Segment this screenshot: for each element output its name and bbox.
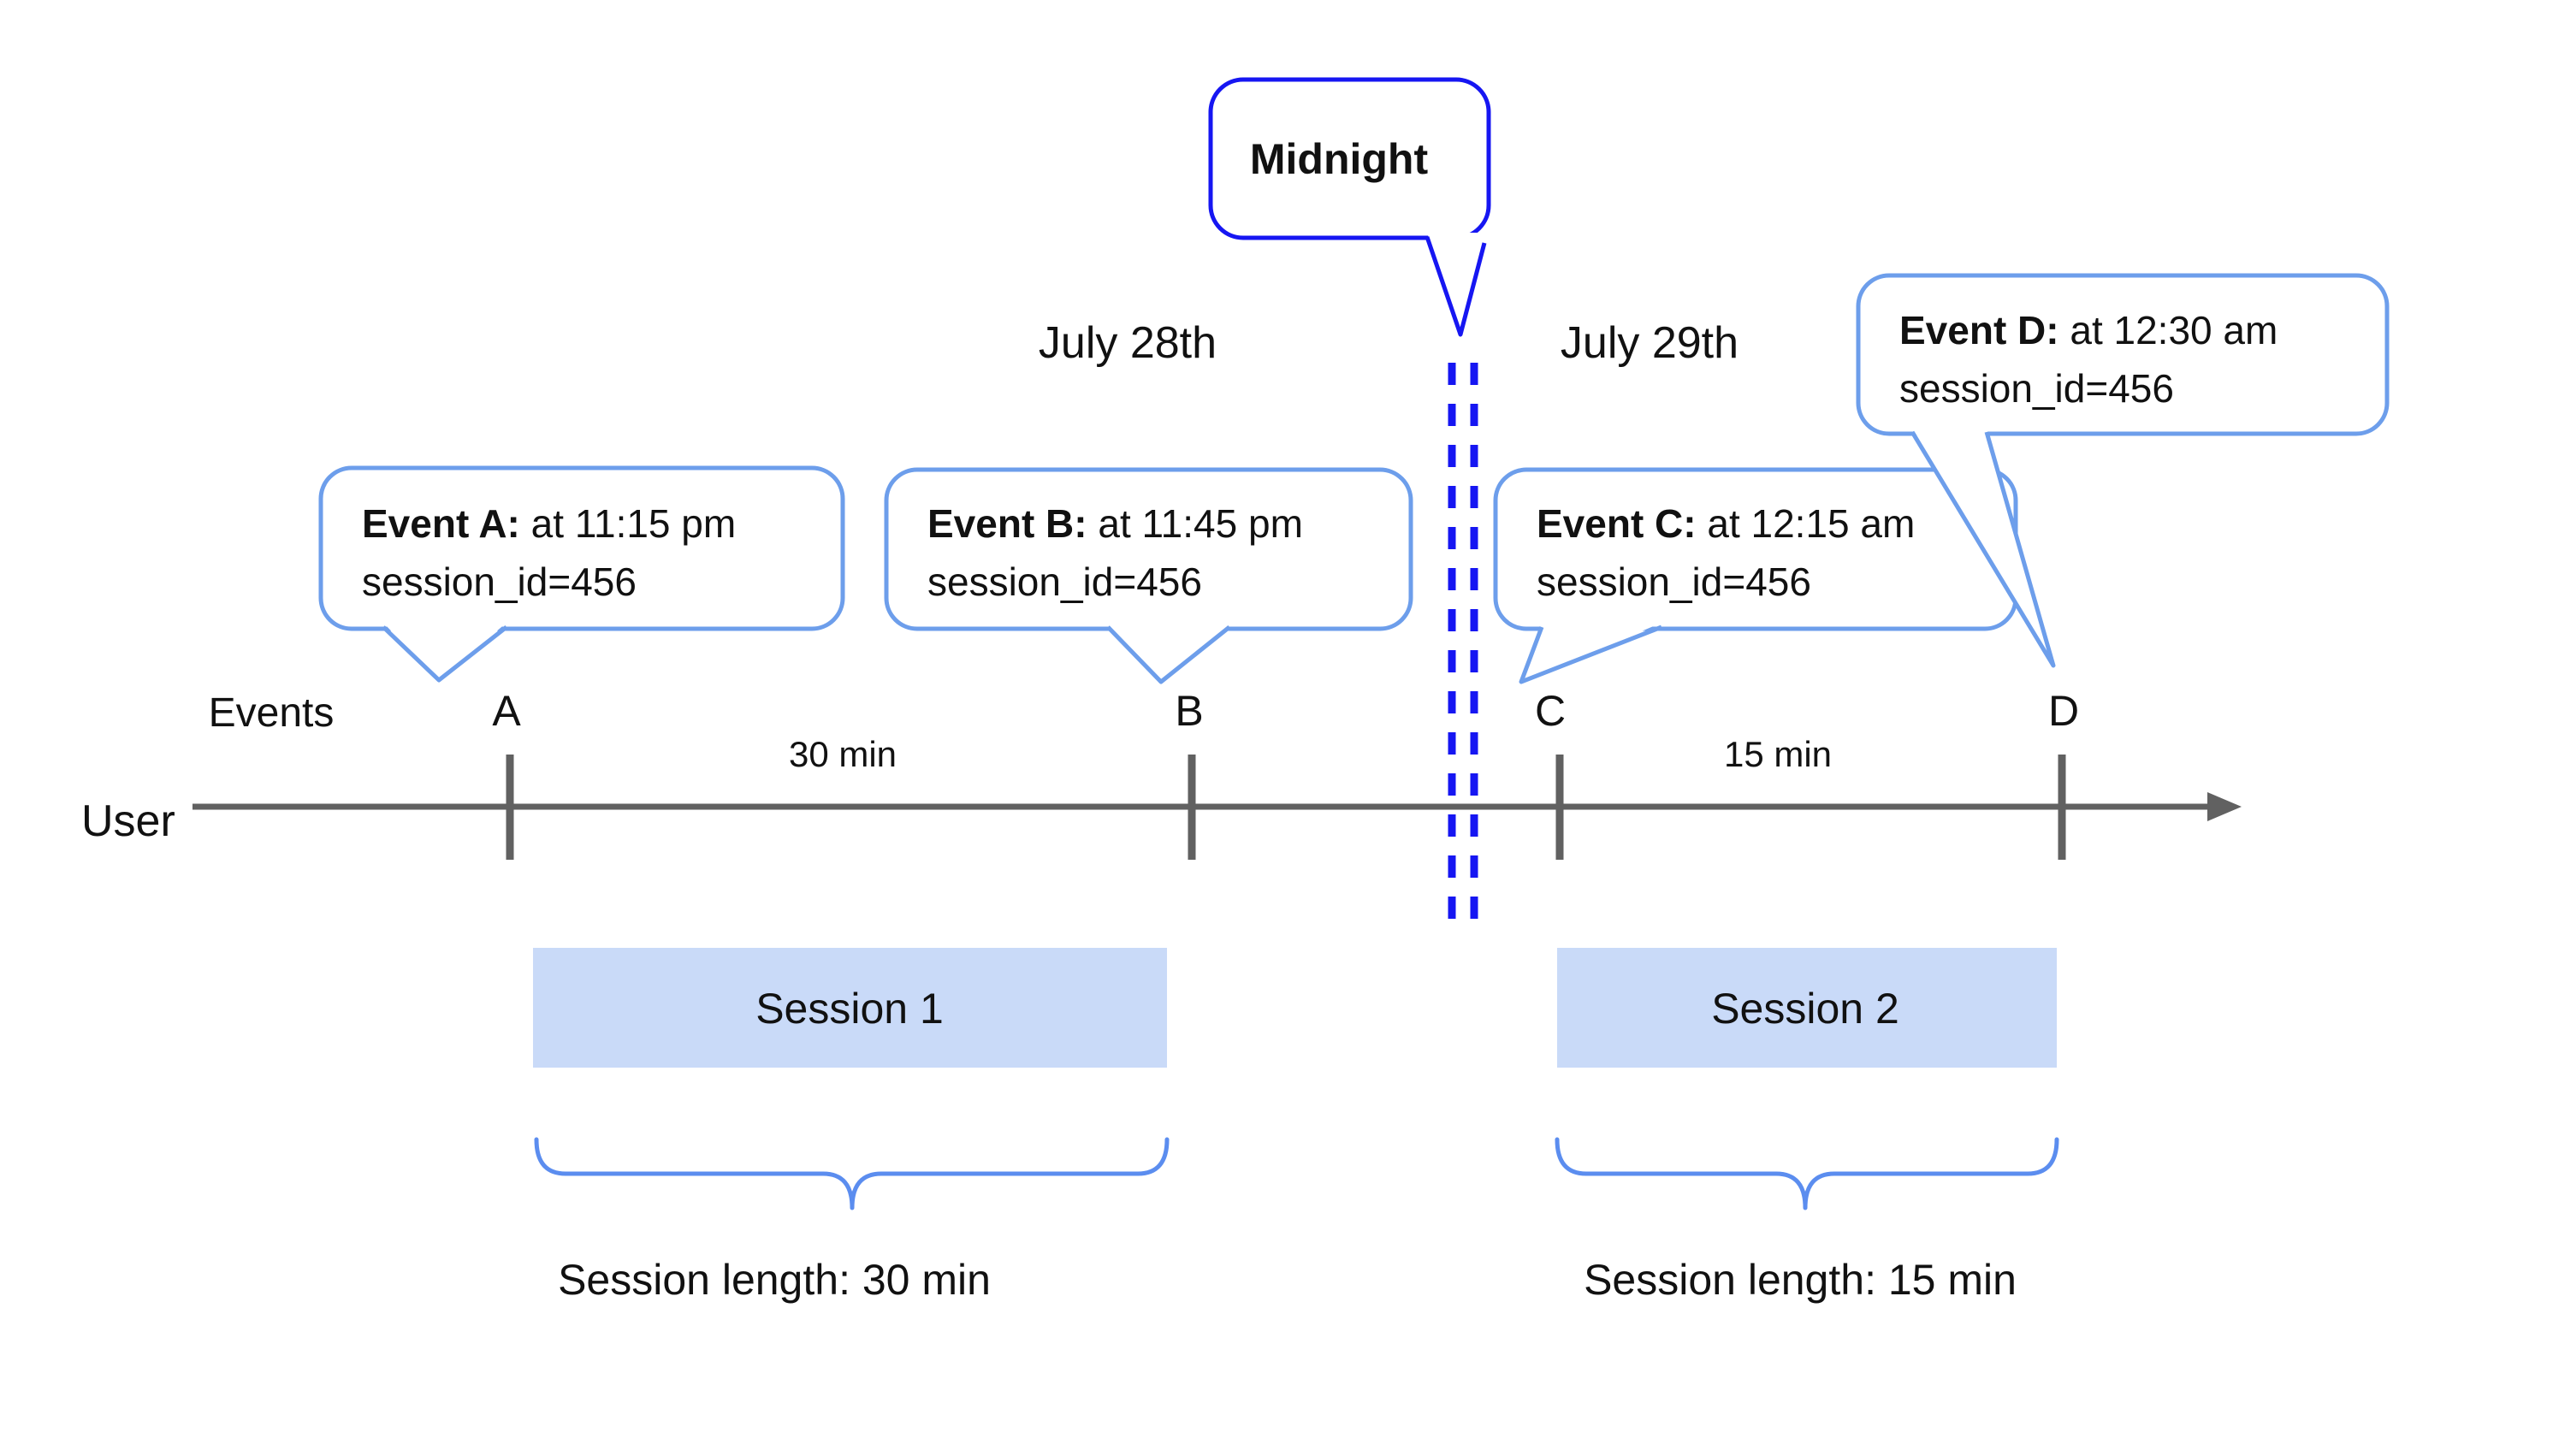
event-c-bold: Event C: (1537, 501, 1697, 546)
event-b-callout-line1: Event B: at 11:45 pm (927, 501, 1303, 546)
event-d-callout: Event D: at 12:30 am session_id=456 (1856, 273, 2390, 668)
event-d-bubble (1856, 273, 2390, 436)
event-d-time: at 12:30 am (2059, 308, 2278, 352)
event-c-time: at 12:15 am (1697, 501, 1916, 546)
date-july-28: July 28th (1039, 318, 1217, 368)
event-a-callout: Event A: at 11:15 pm session_id=456 (318, 465, 845, 683)
midnight-callout-tail-mask (1427, 233, 1484, 334)
event-c-letter: C (1535, 687, 1566, 735)
event-b-tail (1106, 625, 1231, 684)
event-a-time: at 11:15 pm (520, 501, 736, 546)
event-c-tail (1519, 624, 1662, 684)
event-d-bold: Event D: (1899, 308, 2059, 352)
date-july-29: July 29th (1561, 318, 1739, 368)
event-b-bold: Event B: (927, 501, 1087, 546)
session-2-length-label: Session length: 15 min (1584, 1256, 2017, 1304)
event-a-tail-mask (383, 623, 506, 680)
midnight-callout-tail (1425, 236, 1487, 337)
event-c-callout: Event C: at 12:15 am session_id=456 (1493, 467, 2018, 684)
session-2-brace (1555, 1137, 2059, 1210)
event-a-tail (382, 625, 508, 683)
event-d-letter: D (2048, 687, 2079, 735)
midnight-label: Midnight (1250, 135, 1429, 183)
event-d-callout-line1: Event D: at 12:30 am (1899, 308, 2278, 352)
session-1-brace (534, 1137, 1170, 1210)
event-a-bubble (318, 465, 845, 631)
midnight-callout-bubble (1208, 77, 1491, 240)
timeline-arrowhead-icon (2207, 792, 2242, 821)
event-b-callout: Event B: at 11:45 pm session_id=456 (884, 467, 1413, 684)
event-c-bubble (1493, 467, 2018, 631)
event-c-callout-line1: Event C: at 12:15 am (1537, 501, 1915, 546)
session-1-length-label: Session length: 30 min (558, 1256, 991, 1304)
event-a-bold: Event A: (362, 501, 520, 546)
session-1-block (533, 948, 1167, 1068)
event-c-callout-line2: session_id=456 (1537, 559, 1811, 604)
interval-cd-label: 15 min (1724, 734, 1832, 774)
session-1-label: Session 1 (755, 985, 944, 1033)
event-b-tail-mask (1108, 624, 1229, 682)
user-axis-label: User (81, 796, 175, 846)
event-d-callout-line2: session_id=456 (1899, 366, 2174, 411)
event-a-callout-line1: Event A: at 11:15 pm (362, 501, 736, 546)
event-b-letter: B (1175, 687, 1203, 735)
event-b-callout-line2: session_id=456 (927, 559, 1202, 604)
event-b-time: at 11:45 pm (1087, 501, 1303, 546)
event-b-bubble (884, 467, 1413, 631)
session-2-label: Session 2 (1711, 985, 1899, 1033)
session-2-block (1557, 948, 2057, 1068)
event-a-letter: A (492, 687, 521, 735)
events-axis-label: Events (209, 690, 335, 736)
midnight-callout: Midnight (1208, 77, 1491, 337)
interval-ab-label: 30 min (789, 734, 897, 774)
event-d-tail (1910, 430, 2056, 668)
event-a-callout-line2: session_id=456 (362, 559, 637, 604)
